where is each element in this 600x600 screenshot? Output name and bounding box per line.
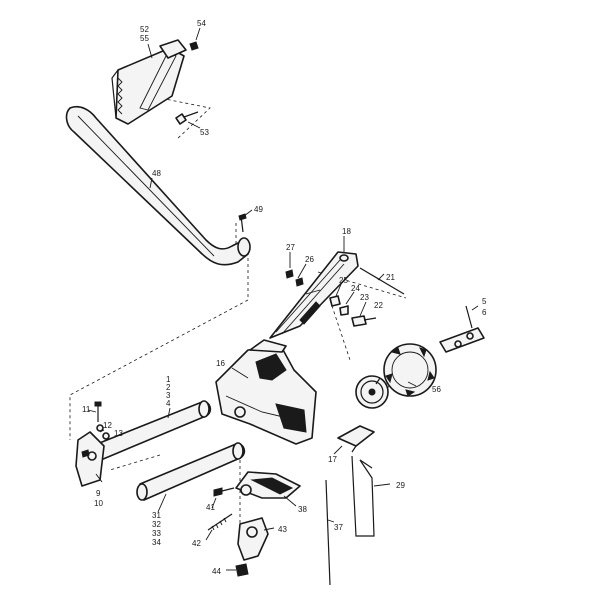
clamp-43 [237,517,269,561]
nut-44 [235,563,249,577]
label-21: 21 [386,273,395,282]
label-27: 27 [286,243,295,252]
label-16: 16 [216,359,225,368]
label-37: 37 [334,523,343,532]
rod-37 [325,479,331,586]
label-31: 31 [152,511,161,520]
leader-lines [87,27,479,571]
label-32: 32 [152,520,161,529]
label-23: 23 [360,293,369,302]
label-49: 49 [254,205,263,214]
label-41: 41 [206,503,215,512]
washer-12-13 [96,424,110,440]
label-11: 11 [82,405,91,414]
label-13: 13 [114,429,123,438]
label-38: 38 [298,505,307,514]
part-number-labels: 52 55 54 53 48 49 18 27 26 21 25 24 23 2… [82,19,487,576]
grip-plate-52-55 [111,39,187,125]
label-43: 43 [278,525,287,534]
label-3: 3 [166,391,171,400]
small-parts-22-27 [285,269,377,327]
nut-54 [189,41,199,51]
label-29: 29 [396,481,405,490]
label-44: 44 [212,567,221,576]
pin-49 [238,213,247,233]
lever-48 [65,105,251,266]
roller-31-34 [136,442,246,501]
bolt-41 [213,487,235,497]
bolt-11 [94,401,102,422]
bracket-18 [269,251,359,339]
label-33: 33 [152,529,161,538]
label-2: 2 [166,383,171,392]
bolt-53 [175,111,199,125]
label-9: 9 [96,489,101,498]
threaded-bolt-42 [207,513,233,531]
label-42: 42 [192,539,201,548]
label-48: 48 [152,169,161,178]
housing-16 [215,339,317,445]
label-26: 26 [305,255,314,264]
cam-block-38 [235,471,301,499]
label-54: 54 [197,19,206,28]
label-34: 34 [152,538,161,547]
label-6: 6 [482,308,487,317]
spring-21 [359,267,405,295]
clip-17 [337,425,375,453]
end-bracket-9-13 [75,431,105,487]
label-5: 5 [482,297,487,306]
label-56: 56 [432,385,441,394]
spring-29 [351,455,375,537]
label-18: 18 [342,227,351,236]
label-52: 52 [140,25,149,34]
label-4: 4 [166,399,171,408]
label-25: 25 [339,276,348,285]
label-24: 24 [351,284,360,293]
shaft-1-4 [91,400,212,463]
label-12: 12 [103,421,112,430]
label-22: 22 [374,301,383,310]
label-53: 53 [200,128,209,137]
gear-56 [355,343,437,409]
pin-5-6 [439,305,485,353]
label-55: 55 [140,34,149,43]
label-1: 1 [166,375,171,384]
label-10: 10 [94,499,103,508]
label-17: 17 [328,455,337,464]
